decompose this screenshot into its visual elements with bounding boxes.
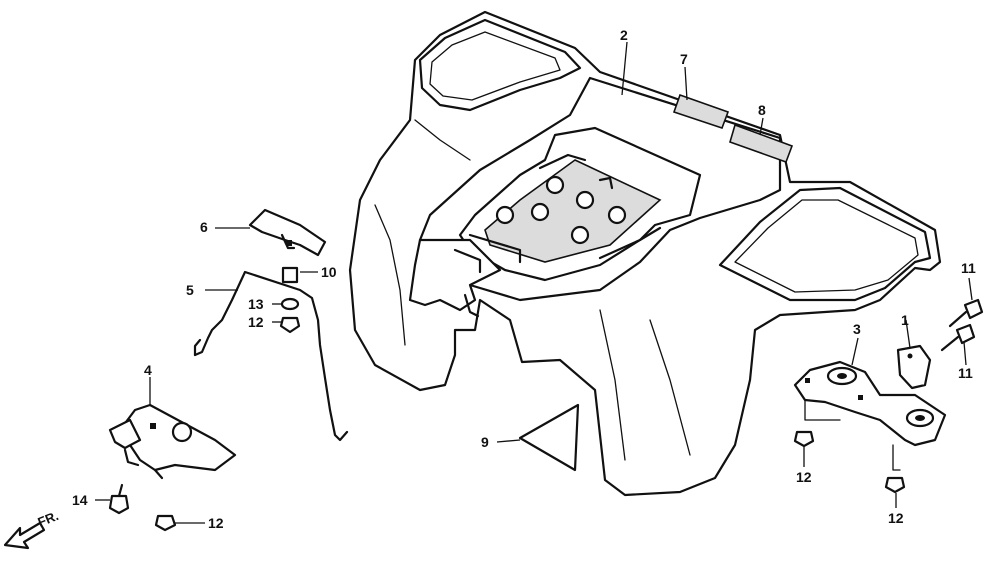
callout-14: 14 xyxy=(72,492,88,508)
callout-5: 5 xyxy=(186,282,194,298)
front-direction-arrow-icon: FR. xyxy=(3,508,61,550)
bracket-4 xyxy=(108,403,237,480)
reflector-9 xyxy=(518,403,580,472)
decal-8 xyxy=(729,123,794,164)
callout-2: 2 xyxy=(620,27,628,43)
bolt-11-lower xyxy=(940,323,976,352)
callout-8: 8 xyxy=(758,102,766,118)
front-direction-label: FR. xyxy=(36,508,61,530)
bracket-6 xyxy=(248,208,327,257)
collar-10 xyxy=(281,266,299,284)
nut-12-right-b xyxy=(884,476,906,494)
callout-11-upper: 11 xyxy=(961,260,976,276)
rod-5 xyxy=(193,270,349,442)
callout-13: 13 xyxy=(248,296,264,312)
bracket-3 xyxy=(793,360,947,447)
callout-10: 10 xyxy=(321,264,337,280)
callout-12-lower: 12 xyxy=(208,515,224,531)
callout-4: 4 xyxy=(144,362,152,378)
rear-fender xyxy=(348,10,942,497)
nut-12-right-a xyxy=(793,430,815,448)
washer-13 xyxy=(280,297,300,311)
callout-1: 1 xyxy=(901,312,909,328)
callout-11-lower: 11 xyxy=(958,365,973,381)
bolt-11-upper xyxy=(948,298,984,328)
callout-7: 7 xyxy=(680,51,688,67)
nut-12-lower xyxy=(154,514,177,532)
callout-12-right-a: 12 xyxy=(796,469,812,485)
plate-1 xyxy=(896,344,932,390)
decal-7 xyxy=(672,93,730,130)
callout-3: 3 xyxy=(853,321,861,337)
callout-9: 9 xyxy=(481,434,489,450)
nut-12-left xyxy=(279,316,301,334)
callout-12-left: 12 xyxy=(248,314,264,330)
leader-lines xyxy=(95,41,973,524)
callout-12-right-b: 12 xyxy=(888,510,904,526)
bolt-14 xyxy=(108,483,130,515)
callout-6: 6 xyxy=(200,219,208,235)
